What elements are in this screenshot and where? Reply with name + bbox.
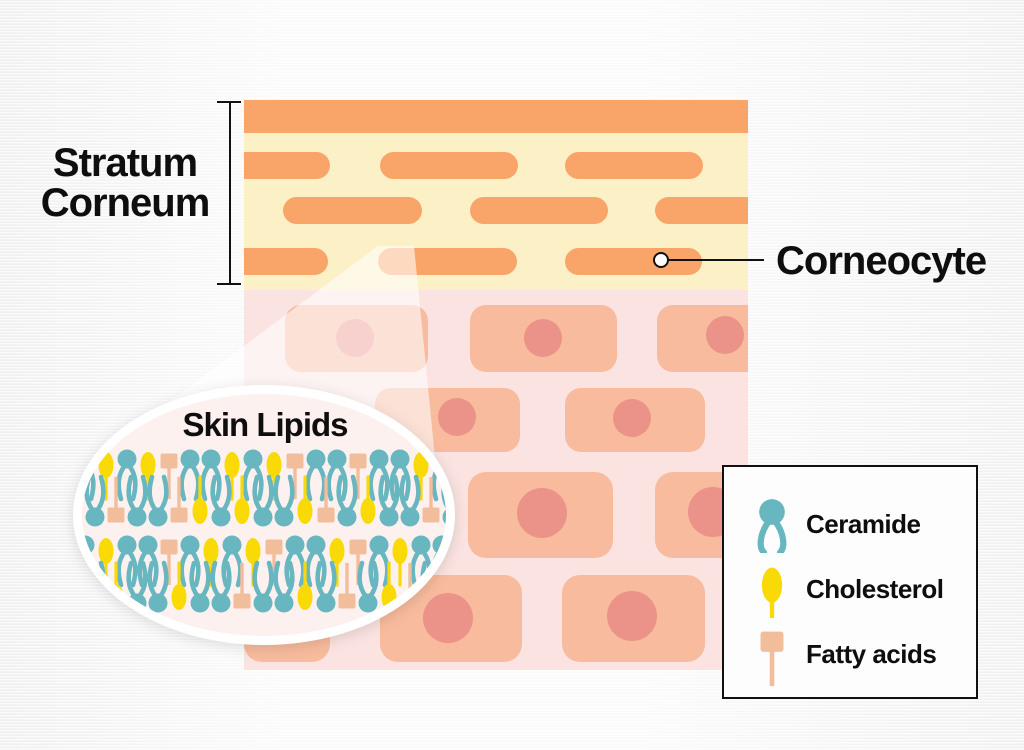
stratum-corneum-label: Stratum Corneum: [18, 143, 232, 223]
corneocyte-marker-dot: [653, 252, 669, 268]
legend-label-ceramide: Ceramide: [806, 508, 921, 539]
legend-item-ceramide: Ceramide: [752, 495, 921, 553]
corneocyte-leader-line: [668, 259, 764, 261]
corneocyte-label: Corneocyte: [776, 239, 987, 283]
ceramide-icon: [752, 495, 792, 553]
fatty-acids-icon: [752, 622, 792, 686]
skin-lipids-title: Skin Lipids: [182, 406, 348, 443]
legend-box: Ceramide Cholesterol Fatty acids: [722, 465, 978, 699]
cholesterol-icon: [752, 560, 792, 618]
bracket-bottom-cap: [217, 283, 241, 285]
stratum-corneum-line1: Stratum: [52, 141, 198, 185]
bracket-top-cap: [217, 101, 241, 103]
legend-item-fatty-acids: Fatty acids: [752, 622, 937, 686]
legend-label-fatty-acids: Fatty acids: [806, 638, 937, 669]
stratum-corneum-bracket: [229, 101, 231, 284]
legend-item-cholesterol: Cholesterol: [752, 560, 944, 618]
legend-label-cholesterol: Cholesterol: [806, 573, 944, 604]
stratum-corneum-line2: Corneum: [40, 181, 211, 225]
